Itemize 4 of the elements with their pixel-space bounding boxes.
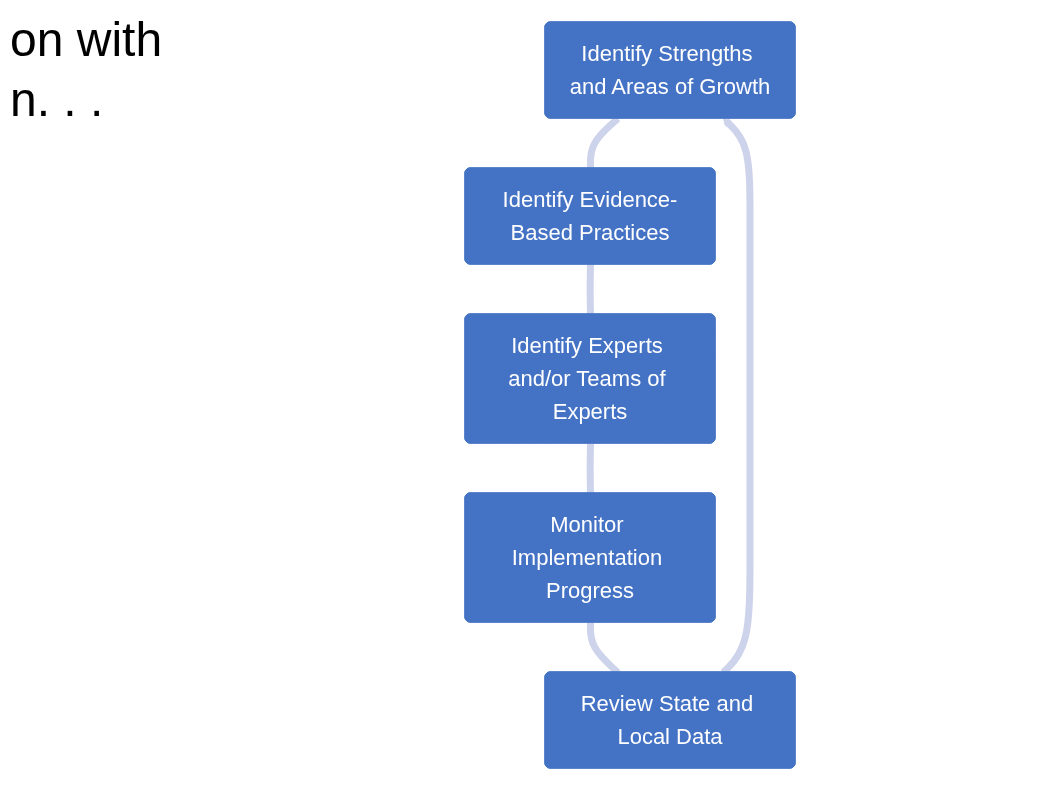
connector [586, 264, 594, 315]
connector [586, 443, 594, 494]
heading-fragment: n. . . [10, 72, 105, 128]
heading-fragment: on with [10, 12, 163, 68]
